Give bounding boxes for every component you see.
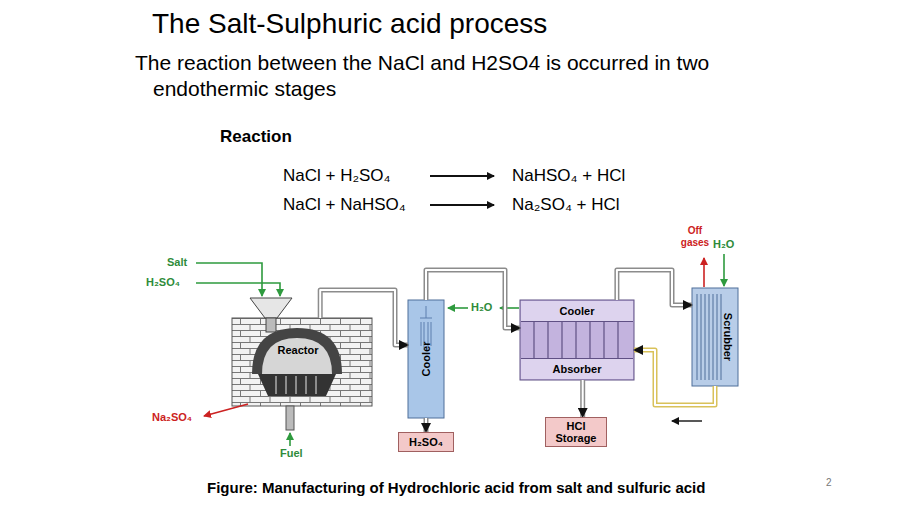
page-number: 2 — [826, 477, 832, 488]
node-text: Absorber — [521, 358, 633, 379]
water-label: H₂O — [471, 301, 492, 313]
equation-left: NaCl + H₂SO₄ — [283, 166, 391, 186]
input-label: Fuel — [280, 447, 303, 459]
scrubber-column: Scrubber — [692, 288, 738, 386]
output-label: Off gases — [676, 225, 714, 248]
pipe-connector — [426, 270, 520, 328]
storage-tank: HCl Storage — [545, 417, 607, 447]
reaction-arrows — [430, 176, 494, 205]
node-text: H₂SO₄ — [409, 436, 443, 448]
pipe-connector — [634, 350, 715, 405]
cooler-column: Cooler — [408, 300, 444, 418]
section-heading: Reaction — [220, 127, 292, 147]
equation-left: NaCl + NaHSO₄ — [283, 195, 406, 215]
node-text: Reactor — [273, 344, 323, 356]
input-label: H₂SO₄ — [146, 276, 180, 288]
output-label: Na₂SO₄ — [152, 411, 192, 423]
intro-text: The reaction between the NaCl and H2SO4 … — [135, 50, 793, 103]
node-text: Scrubber — [722, 313, 734, 361]
pipe-connector — [617, 270, 692, 305]
equation-right: NaHSO₄ + HCl — [512, 166, 625, 186]
water-label: H₂O — [713, 238, 734, 250]
pipe-connector — [582, 380, 583, 417]
pipe-connector — [426, 418, 427, 432]
reactor-furnace: Reactor — [232, 318, 372, 406]
equation-right: Na₂SO₄ + HCl — [512, 195, 620, 215]
node-text: Cooler — [521, 301, 633, 322]
feed-lines — [196, 254, 724, 446]
slide-title: The Salt-Sulphuric acid process — [152, 8, 547, 40]
node-text: HCl Storage — [551, 420, 601, 444]
input-label: Salt — [167, 256, 187, 268]
node-text: Cooler — [420, 342, 432, 377]
storage-tank: H₂SO₄ — [398, 432, 454, 452]
figure-caption: Figure: Manufacturing of Hydrochloric ac… — [207, 479, 705, 496]
furnace — [232, 298, 372, 430]
cooler-absorber: CoolerAbsorber — [520, 300, 634, 380]
pipe-connector — [320, 290, 408, 345]
